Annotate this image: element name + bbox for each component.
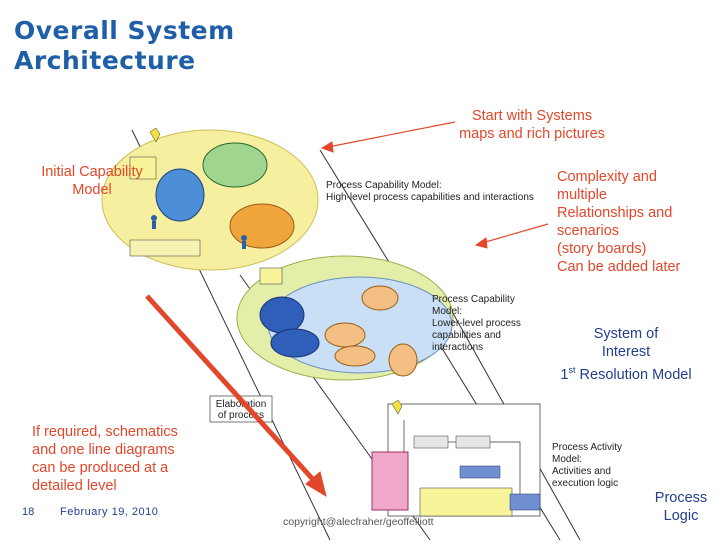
top-layer-text1: Process Capability Model: bbox=[326, 180, 442, 191]
schematics-line1: If required, schematics bbox=[32, 424, 178, 440]
complexity-line6: Can be added later bbox=[557, 259, 681, 275]
activity-layer-text4: execution logic bbox=[552, 478, 618, 489]
system-of-interest-note: System of Interest 1st Resolution Model bbox=[552, 325, 700, 384]
middle-capability-layer: Process Capability Model: Lower-level pr… bbox=[236, 255, 521, 381]
schematics-line4: detailed level bbox=[32, 478, 117, 494]
complexity-line4: scenarios bbox=[557, 223, 620, 239]
middle-layer-text3: Lower-level process bbox=[432, 318, 521, 329]
complexity-line3: Relationships and bbox=[557, 205, 673, 221]
schematics-line3: can be produced at a bbox=[32, 460, 169, 476]
middle-layer-text2: Model: bbox=[432, 306, 462, 317]
activity-layer-text2: Model: bbox=[552, 454, 582, 465]
annotation-arrows bbox=[145, 121, 549, 498]
arrow-to-middle-layer bbox=[474, 237, 488, 249]
initial-capability-note: Initial Capability Model bbox=[24, 163, 160, 199]
middle-layer-text1: Process Capability bbox=[432, 294, 515, 305]
initial-capability-line2: Model bbox=[72, 182, 112, 198]
complexity-line1: Complexity and bbox=[557, 169, 657, 185]
complexity-note: Complexity and multiple Relationships an… bbox=[557, 168, 722, 276]
process-logic-line1: Process bbox=[654, 490, 708, 506]
start-with-line1: Start with Systems bbox=[471, 108, 593, 124]
resolution-prefix: 1 bbox=[560, 366, 569, 383]
complexity-line2: multiple bbox=[557, 187, 607, 203]
process-logic-note: Process Logic bbox=[646, 489, 716, 525]
top-capability-layer: Process Capability Model: High-level pro… bbox=[101, 127, 534, 271]
arrow-to-top-layer bbox=[320, 141, 334, 153]
activity-layer-text1: Process Activity bbox=[552, 442, 622, 453]
elaboration-big-arrow bbox=[305, 471, 327, 498]
slide-title-line2: Architecture bbox=[14, 46, 196, 75]
complexity-line5: (story boards) bbox=[557, 241, 647, 257]
slide-number: 18 bbox=[22, 506, 35, 518]
activity-layer-text3: Activities and bbox=[552, 466, 611, 477]
middle-layer-text4: capabilities and bbox=[432, 330, 501, 341]
middle-layer-text5: interactions bbox=[432, 342, 483, 353]
elaboration-text1: Elaboration bbox=[216, 399, 267, 410]
top-layer-text2: High-level process capabilities and inte… bbox=[326, 192, 534, 203]
slide-title-line1: Overall System bbox=[14, 16, 235, 45]
start-with-line2: maps and rich pictures bbox=[459, 126, 605, 142]
start-with-note: Start with Systems maps and rich picture… bbox=[452, 107, 612, 143]
initial-capability-line1: Initial Capability bbox=[41, 164, 143, 180]
system-of-interest-line1: System of bbox=[593, 326, 659, 342]
resolution-suffix: Resolution Model bbox=[575, 366, 692, 383]
resolution-sup: st bbox=[568, 365, 576, 375]
process-logic-line2: Logic bbox=[663, 508, 699, 524]
slide-title: Overall System Architecture bbox=[14, 16, 235, 76]
slide-date: February 19, 2010 bbox=[60, 506, 159, 518]
schematics-line2: and one line diagrams bbox=[32, 442, 175, 458]
copyright-text: copyright@alecfraher/geoffelliott bbox=[283, 516, 434, 528]
schematics-note: If required, schematics and one line dia… bbox=[32, 423, 207, 495]
elaboration-text2: of process bbox=[218, 410, 264, 421]
resolution-model-line: 1st Resolution Model bbox=[552, 361, 700, 384]
system-of-interest-line2: Interest bbox=[601, 344, 651, 360]
activity-layer: Process Activity Model: Activities and e… bbox=[371, 399, 622, 517]
